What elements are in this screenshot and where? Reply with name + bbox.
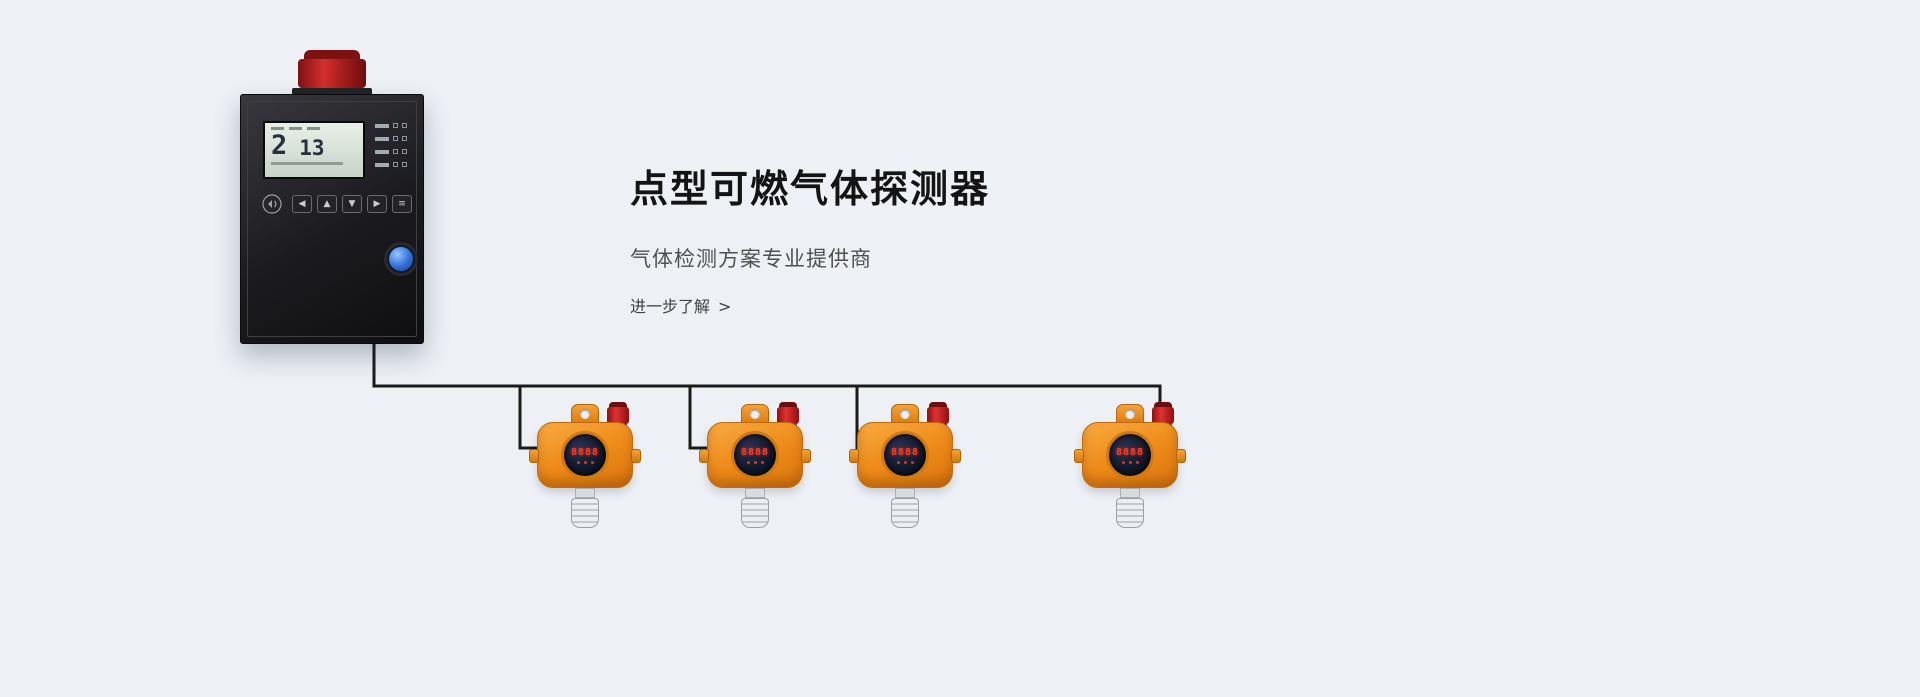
menu-key-button: ≡ [392, 195, 412, 213]
controller-lcd: 2 13 [263, 121, 365, 179]
gas-detector-4: 8888 [1074, 402, 1186, 544]
sensor-head [891, 498, 919, 528]
detector-body: 8888 [849, 422, 961, 488]
learn-more-label: 进一步了解 [630, 297, 711, 316]
lcd-status-ticks [271, 127, 357, 130]
controller-indicators [375, 123, 407, 167]
sensor-neck [1120, 488, 1140, 498]
sensor-neck [745, 488, 765, 498]
beacon-base [292, 88, 372, 96]
detector-leds [746, 460, 764, 464]
controller-keypad: ◀ ▲ ▼ ▶ ≡ [261, 193, 412, 215]
sensor-head [1116, 498, 1144, 528]
cable-gland-right [1176, 449, 1186, 463]
buzzer-icon [262, 194, 282, 214]
beacon-body [298, 59, 366, 88]
controller-alarm-beacon [292, 50, 372, 96]
detector-leds [896, 460, 914, 464]
cable-gland-left [699, 449, 709, 463]
cable-gland-right [801, 449, 811, 463]
lcd-readings: 2 13 [271, 132, 357, 159]
detector-display: 8888 [881, 431, 929, 479]
detector-body: 8888 [699, 422, 811, 488]
lcd-underbar [271, 162, 343, 165]
lcd-channel-value: 2 [271, 130, 288, 161]
detector-display: 8888 [1106, 431, 1154, 479]
detector-body: 8888 [1074, 422, 1186, 488]
gas-detector-2: 8888 [699, 402, 811, 544]
sensor-neck [895, 488, 915, 498]
sensor-neck [575, 488, 595, 498]
cable-gland-left [529, 449, 539, 463]
detector-leds [576, 460, 594, 464]
right-key-button: ▶ [367, 195, 387, 213]
page-title: 点型可燃气体探测器 [630, 167, 991, 211]
detector-display-value: 8888 [890, 446, 920, 458]
detector-display: 8888 [731, 431, 779, 479]
beacon-cap [304, 50, 360, 60]
cable-gland-left [1074, 449, 1084, 463]
cable-gland-right [631, 449, 641, 463]
detector-display-value: 8888 [1115, 446, 1145, 458]
down-key-button: ▼ [342, 195, 362, 213]
sensor-head [741, 498, 769, 528]
detector-display: 8888 [561, 431, 609, 479]
gas-detector-3: 8888 [849, 402, 961, 544]
controller-face [247, 101, 417, 337]
chevron-right-icon: > [718, 297, 732, 316]
cable-gland-right [951, 449, 961, 463]
detector-body: 8888 [529, 422, 641, 488]
detector-display-value: 8888 [570, 446, 600, 458]
sensor-head [571, 498, 599, 528]
learn-more-link[interactable]: 进一步了解 > [630, 293, 731, 317]
detector-display-value: 8888 [740, 446, 770, 458]
controller-lock-knob [387, 245, 415, 273]
cable-gland-left [849, 449, 859, 463]
page-subtitle: 气体检测方案专业提供商 [630, 247, 872, 271]
gas-alarm-controller: 2 13 ◀ ▲ ▼ ▶ ≡ [240, 94, 424, 344]
up-key-button: ▲ [317, 195, 337, 213]
detector-leds [1121, 460, 1139, 464]
gas-detector-1: 8888 [529, 402, 641, 544]
lcd-reading-value: 13 [299, 136, 325, 160]
left-key-button: ◀ [292, 195, 312, 213]
